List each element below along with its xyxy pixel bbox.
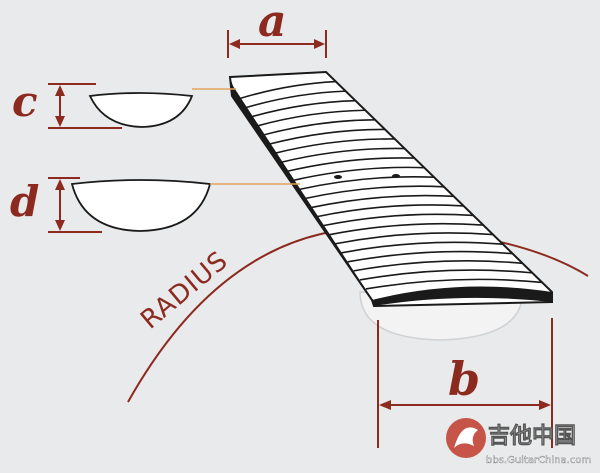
fret-line [286,157,415,173]
fret-line [310,194,454,209]
fret-line [317,204,464,218]
fret-line [250,99,356,118]
watermark-logo-icon [446,418,486,458]
label-b: b [448,352,480,406]
fret-lines [237,80,543,290]
fret-line [280,147,405,164]
fret-line [359,269,533,281]
profile-d-shape [70,179,212,232]
inlay-dot [392,174,400,178]
dim-b-arrow-right [539,400,551,410]
fret-line [329,222,484,236]
dim-d-arrow-top [55,179,65,190]
dimension-a: a [227,0,327,58]
inlay-dot [334,175,342,179]
fret-line [256,109,366,127]
profile-c-shape [88,92,194,128]
fret-line [353,260,523,272]
fret-line [335,232,494,245]
profile-d: d [10,177,300,233]
dim-a-arrow-right [314,39,325,49]
fret-line [262,119,376,136]
watermark-url: bbs.GuitarChina.com [486,455,591,466]
profile-c: c [12,77,236,129]
dim-c-arrow-bottom [55,116,65,127]
watermark: 吉他中国 bbs.GuitarChina.com [446,418,591,466]
fret-line [243,90,346,109]
dim-b-arrow-left [379,400,391,410]
fret-line [347,250,513,263]
fret-line [365,278,543,290]
fret-line [341,241,503,254]
dim-d-arrow-bottom [55,220,65,231]
fret-line [323,213,474,227]
dim-a-arrow-left [229,39,240,49]
fret-line [304,185,444,200]
watermark-title: 吉他中国 [488,423,576,449]
fret-line [292,166,425,182]
dimension-b: b [377,318,553,448]
fretboard [228,70,553,308]
label-a: a [258,0,287,47]
fret-line [298,175,435,191]
fret-line [268,128,385,146]
fretboard-end-face [372,286,552,306]
label-d: d [10,177,39,226]
label-c: c [12,77,38,126]
fretboard-outline [228,70,553,308]
fret-line [237,80,336,100]
dim-c-arrow-top [55,85,65,96]
fret-line [274,138,395,155]
fretboard-side [230,77,374,306]
